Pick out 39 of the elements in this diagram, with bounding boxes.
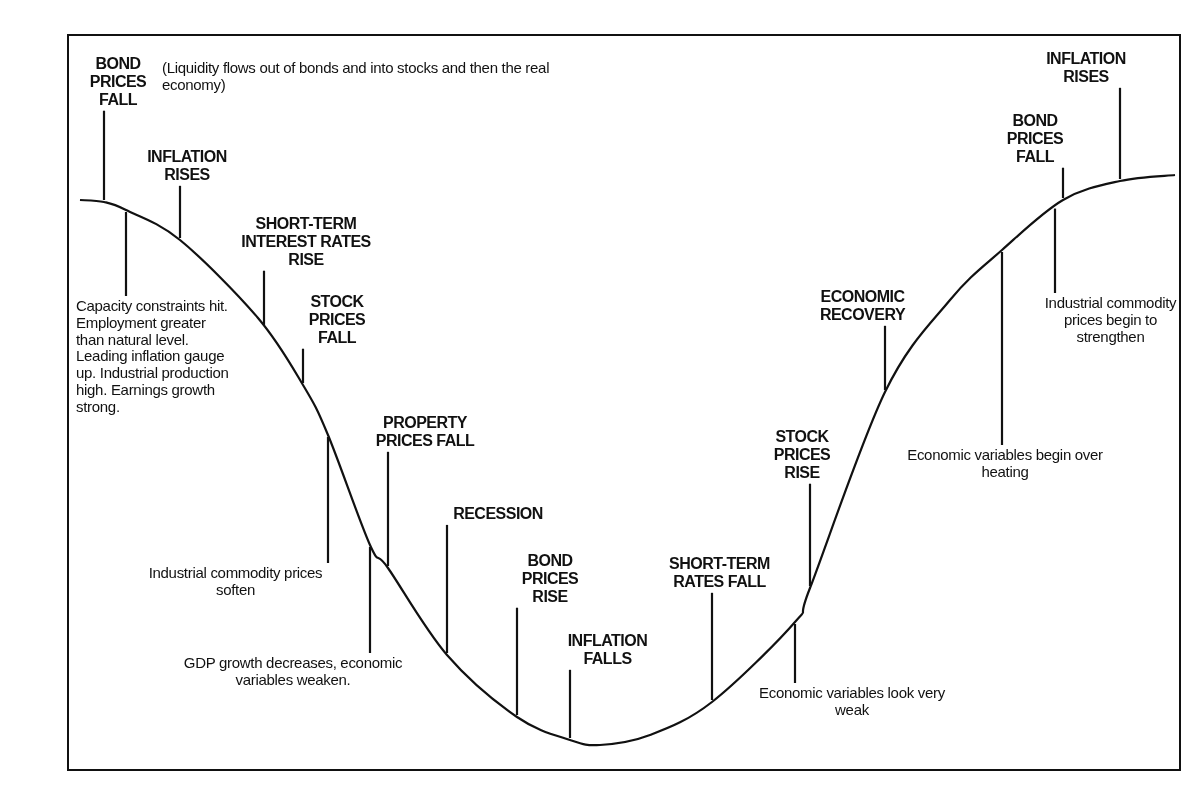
- leader-line: [808, 483, 812, 586]
- leader-line: [124, 212, 128, 296]
- leader-line: [793, 624, 797, 683]
- leader-line: [1000, 252, 1004, 445]
- phase-label: STOCK PRICES RISE: [757, 428, 847, 482]
- description-text: Capacity constraints hit. Employment greater than natural level. Leading inflation gauge up. Industrial production high. Earnings growth strong.: [76, 298, 234, 416]
- leader-line: [1053, 208, 1057, 293]
- leader-line: [301, 348, 305, 383]
- leader-line: [445, 524, 449, 653]
- leader-line: [883, 325, 887, 390]
- phase-label: INFLATION FALLS: [545, 632, 670, 668]
- leader-line: [368, 547, 372, 653]
- phase-label: INFLATION RISES: [132, 148, 242, 184]
- phase-label: BOND PRICES FALL: [78, 55, 158, 109]
- leader-line: [515, 607, 519, 715]
- description-text: Industrial commodity prices soften: [128, 565, 343, 599]
- description-text: Economic variables begin over heating: [900, 447, 1110, 481]
- phase-label: BOND PRICES RISE: [505, 552, 595, 606]
- leader-line: [326, 437, 330, 563]
- leader-line: [568, 669, 572, 738]
- phase-label: ECONOMIC RECOVERY: [795, 288, 930, 324]
- phase-label: STOCK PRICES FALL: [292, 293, 382, 347]
- leader-line: [386, 451, 390, 566]
- description-text: Industrial commodity prices begin to strengthen: [1038, 295, 1183, 346]
- phase-label: SHORT-TERM INTEREST RATES RISE: [226, 215, 386, 269]
- leader-line: [710, 592, 714, 700]
- phase-label: PROPERTY PRICES FALL: [360, 414, 490, 450]
- note-text: (Liquidity flows out of bonds and into stocks and then the real economy): [162, 60, 551, 94]
- phase-label: RECESSION: [428, 505, 568, 523]
- phase-label: BOND PRICES FALL: [990, 112, 1080, 166]
- description-text: GDP growth decreases, economic variables weaken.: [158, 655, 428, 689]
- description-text: Economic variables look very weak: [752, 685, 952, 719]
- leader-line: [262, 270, 266, 325]
- phase-label: INFLATION RISES: [1022, 50, 1150, 86]
- leader-line: [1118, 87, 1122, 179]
- leader-line: [178, 185, 182, 238]
- phase-label: SHORT-TERM RATES FALL: [652, 555, 787, 591]
- leader-line: [1061, 167, 1065, 198]
- leader-line: [102, 110, 106, 200]
